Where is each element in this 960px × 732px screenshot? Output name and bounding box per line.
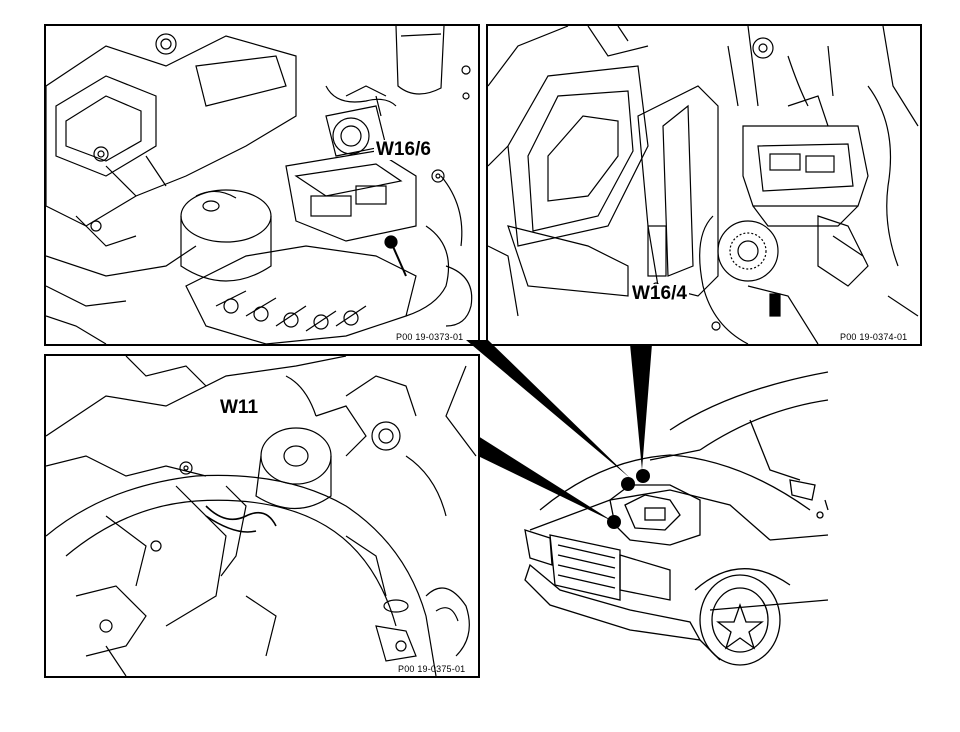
engine-bay-drawing-w16-6 bbox=[46, 26, 473, 344]
panel-bottom-left-detail: W11 P00 19-0375-01 bbox=[44, 354, 480, 678]
engine-bay-drawing-w11 bbox=[46, 356, 477, 676]
figure-reference: P00 19-0373-01 bbox=[396, 332, 464, 342]
panel-top-right-detail: W16/4 P00 19-0374-01 bbox=[486, 24, 922, 346]
callout-label-w16-4: W16/4 bbox=[630, 283, 689, 304]
panel-top-left-detail: W16/6 P00 19-0373-01 bbox=[44, 24, 480, 346]
figure-reference: P00 19-0375-01 bbox=[398, 664, 466, 674]
car-overview-illustration bbox=[524, 371, 829, 666]
figure-reference: P00 19-0374-01 bbox=[840, 332, 908, 342]
callout-label-w11: W11 bbox=[218, 397, 261, 418]
callout-label-w16-6: W16/6 bbox=[374, 139, 433, 160]
engine-bay-drawing-w16-4 bbox=[488, 26, 919, 344]
